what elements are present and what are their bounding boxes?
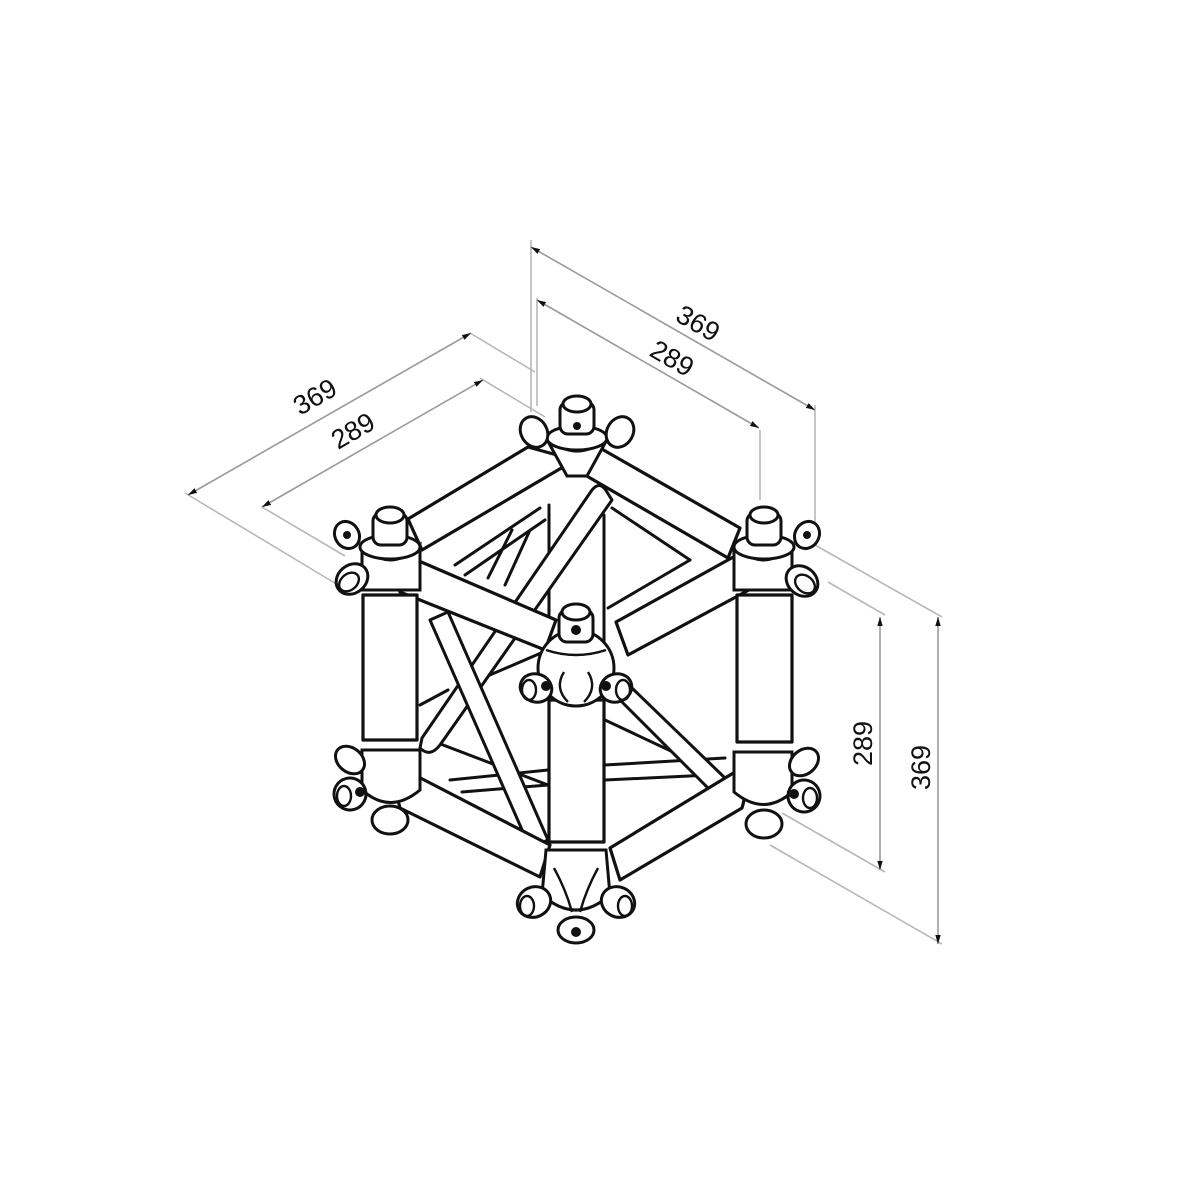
extension-line [261, 506, 346, 557]
dimension-line-left-outer [187, 332, 472, 496]
brace-line [418, 688, 450, 707]
brace-line [453, 506, 542, 567]
extension-line [769, 844, 943, 945]
dimension-line-right-outer [530, 246, 816, 411]
extension-line [814, 544, 943, 618]
extension-line [781, 812, 886, 873]
dimension-line-right-inner [536, 299, 760, 429]
chord-tubes [361, 445, 794, 882]
dimension-label-right-outer: 369 [671, 299, 725, 348]
brace-line [486, 528, 514, 580]
dimension-label-right-inner: 289 [645, 334, 699, 383]
brace-line [428, 738, 550, 787]
extension-line [479, 377, 546, 418]
extension-line [469, 332, 536, 373]
node-bottom-left [332, 744, 422, 836]
node-top-right [732, 505, 822, 598]
dimension-label-height-outer: 369 [906, 745, 936, 790]
brace-line [603, 773, 712, 782]
node-bottom-front [515, 848, 637, 945]
extension-line [827, 581, 886, 616]
tube-right-vertical [735, 593, 794, 744]
tube-front-vertical [547, 698, 606, 844]
node-top-back [518, 394, 636, 478]
dimension-label-height-inner: 289 [848, 721, 878, 766]
dimension-label-left-inner: 289 [326, 407, 380, 456]
extension-line [184, 492, 339, 586]
brace-line [463, 518, 547, 577]
dimension-label-left-outer: 369 [288, 373, 342, 422]
brace-line [606, 558, 692, 610]
node-top-front [518, 602, 634, 708]
brace-line [610, 506, 692, 562]
node-top-left [332, 505, 422, 596]
tube-bottom-front-right [608, 770, 747, 882]
dimension-line-left-inner [261, 379, 484, 508]
node-bottom-right [732, 746, 822, 840]
tube-left-vertical [361, 593, 419, 742]
dimension-group-height: 289 369 [769, 544, 943, 945]
brace-line [503, 528, 532, 587]
